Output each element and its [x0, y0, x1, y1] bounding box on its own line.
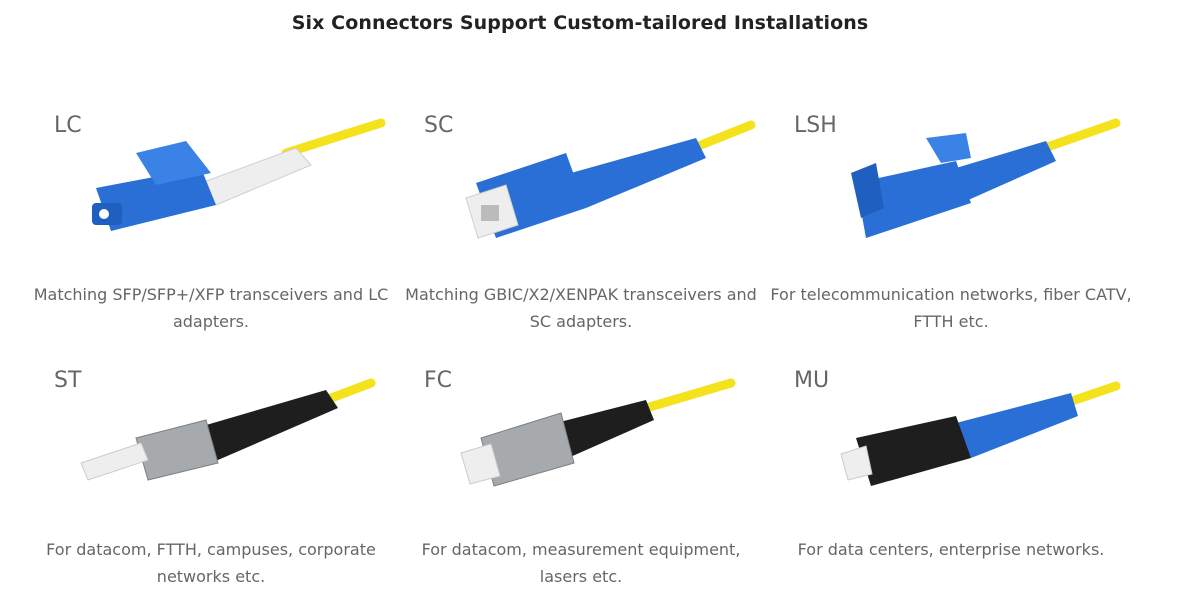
connector-description: For datacom, FTTH, campuses, corporate n… — [46, 540, 376, 586]
connector-description: For datacom, measurement equipment, lase… — [421, 540, 741, 586]
connector-label: MU — [794, 368, 830, 393]
connector-label: ST — [54, 368, 82, 393]
connector-label: LSH — [794, 113, 837, 138]
page-title: Six Connectors Support Custom-tailored I… — [291, 12, 869, 34]
connector-card-st: ST For datacom, FTTH, campuses, corporat… — [26, 368, 396, 608]
connector-label: FC — [424, 368, 453, 393]
connector-card-mu: MU For data centers, enterprise networks… — [766, 368, 1136, 608]
connector-description: For data centers, enterprise networks. — [797, 540, 1105, 559]
connector-description: For telecommunication networks, fiber CA… — [770, 285, 1132, 331]
lsh-connector-image — [851, 118, 1121, 238]
mu-connector-image — [840, 381, 1121, 486]
st-connector-image — [80, 378, 376, 481]
connector-description: Matching SFP/SFP+/XFP transceivers and L… — [33, 285, 389, 331]
connector-card-lc: LC Matching SFP/SFP+/XFP transceivers an… — [26, 113, 396, 353]
fc-connector-image — [460, 378, 736, 487]
connector-card-lsh: LSH For telecommunication networks, fibe… — [766, 113, 1136, 353]
connector-label: LC — [54, 113, 82, 138]
sc-connector-image — [465, 120, 756, 239]
connector-card-sc: SC Matching GBIC/X2/XENPAK transceivers … — [396, 113, 766, 353]
connector-description: Matching GBIC/X2/XENPAK transceivers and… — [405, 285, 757, 331]
lc-connector-image — [92, 118, 386, 231]
connector-label: SC — [424, 113, 454, 138]
connector-card-fc: FC For datacom, measurement equipment, l… — [396, 368, 766, 608]
